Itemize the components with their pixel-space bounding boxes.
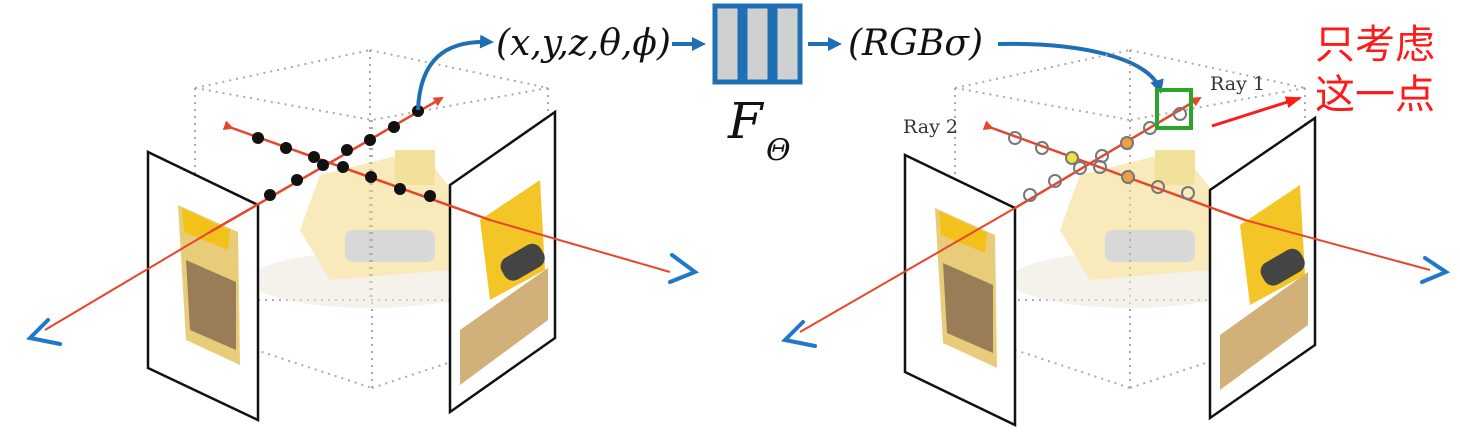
annotation: 只考虑 这一点 bbox=[1211, 22, 1435, 128]
formula-header: (x,y,z,θ,ϕ) F Θ (RGBσ) bbox=[416, 3, 1164, 168]
left-camera-icon-2 bbox=[668, 253, 700, 284]
right-scene-object bbox=[1010, 150, 1250, 308]
sample-yellow bbox=[1065, 151, 1079, 165]
input-formula: (x,y,z,θ,ϕ) bbox=[496, 23, 671, 64]
network-icon bbox=[712, 3, 803, 85]
annotation-line-2: 这一点 bbox=[1315, 72, 1435, 118]
network-label: F bbox=[727, 92, 765, 150]
ray-1-label: Ray 1 bbox=[1210, 73, 1265, 95]
right-scene: Ray 1 Ray 2 bbox=[780, 49, 1451, 427]
right-camera-icon-2 bbox=[1420, 256, 1451, 284]
right-sample-points bbox=[1008, 107, 1195, 202]
network-subscript: Θ bbox=[766, 133, 791, 168]
highlight-box bbox=[1155, 88, 1193, 130]
annotation-arrow bbox=[1211, 96, 1302, 128]
left-scene-object bbox=[250, 150, 490, 308]
annotation-line-1: 只考虑 bbox=[1315, 22, 1435, 68]
right-image-plane-2 bbox=[1208, 115, 1317, 421]
output-arrow bbox=[997, 41, 1164, 94]
left-ray-b bbox=[222, 120, 491, 222]
ray-2-label: Ray 2 bbox=[903, 116, 958, 138]
ray-2-line bbox=[982, 120, 1246, 222]
left-image-plane-1 bbox=[146, 150, 260, 422]
input-arrow bbox=[416, 34, 494, 111]
left-image-plane-2 bbox=[448, 109, 557, 415]
output-formula: (RGBσ) bbox=[848, 23, 983, 64]
left-scene bbox=[25, 49, 700, 422]
right-camera-icon-1 bbox=[780, 320, 817, 348]
right-image-plane-1 bbox=[903, 153, 1017, 427]
left-camera-icon-1 bbox=[25, 318, 62, 346]
left-sample-points bbox=[252, 105, 436, 202]
